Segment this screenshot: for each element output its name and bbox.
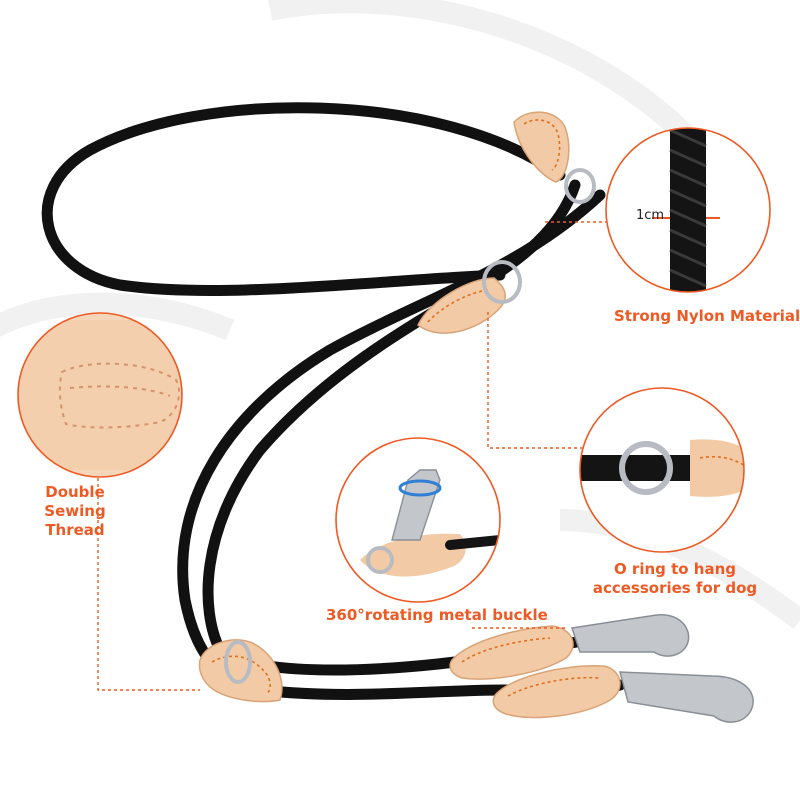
- sewing-thread-line-3: Thread: [45, 521, 105, 539]
- sewing-thread-line-1: Double: [45, 483, 105, 501]
- oring-detail-callout: [579, 387, 745, 553]
- nylon-material-label: Strong Nylon Material: [614, 307, 800, 325]
- sewing-thread-line-2: Sewing: [44, 502, 106, 520]
- sewing-thread-label: Double Sewing Thread: [30, 483, 120, 540]
- leather-sleeves: [198, 111, 621, 719]
- o-ring-line-1: O ring to hang: [613, 560, 737, 578]
- o-rings: [224, 168, 596, 684]
- o-ring-label: O ring to hang accessories for dog: [590, 560, 760, 598]
- leather-stitching: [211, 119, 601, 697]
- nylon-detail-callout: [605, 127, 771, 293]
- leash-rope: [41, 102, 626, 700]
- buckle-detail-callout: [335, 437, 501, 603]
- o-ring-line-2: accessories for dog: [592, 579, 758, 597]
- snap-hooks: [571, 614, 754, 723]
- rope-width-label: 1cm: [636, 208, 665, 223]
- leader-lines: [97, 221, 606, 691]
- thread-detail-callout: [17, 312, 183, 478]
- rotating-buckle-label: 360°rotating metal buckle: [326, 606, 548, 624]
